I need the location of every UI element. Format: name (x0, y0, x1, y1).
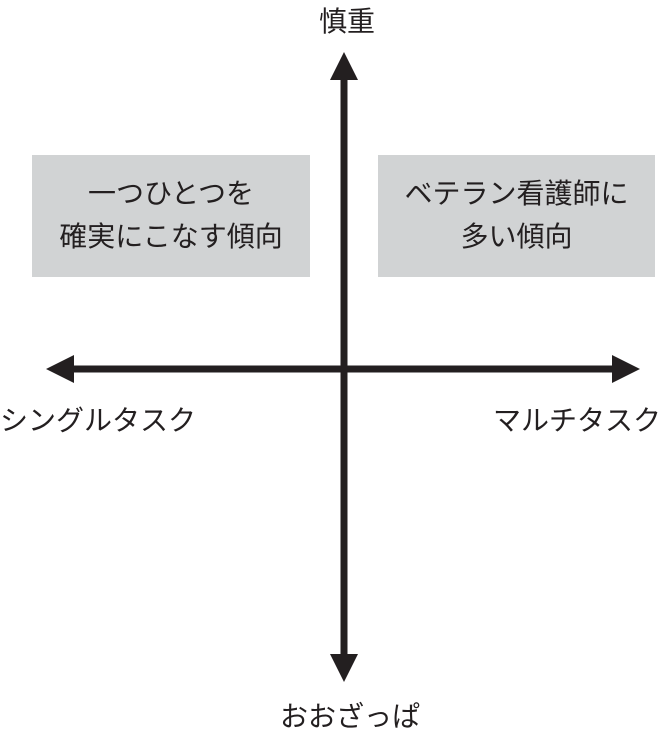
quadrant-box-text-line: 確実にこなす傾向 (59, 221, 283, 252)
arrowhead-down-icon (330, 654, 358, 682)
axis-label-right: マルチタスク (492, 405, 661, 436)
arrowhead-up-icon (330, 52, 358, 80)
axis-label-bottom: おおざっぱ (279, 701, 421, 732)
quadrant-box-top-left: 一つひとつを 確実にこなす傾向 (32, 155, 310, 277)
quadrant-box-text-line: ベテラン看護師に (404, 178, 629, 210)
arrowhead-right-icon (612, 355, 640, 383)
quadrant-box-top-right: ベテラン看護師に 多い傾向 (378, 155, 655, 277)
quadrant-box-text-line: 多い傾向 (460, 221, 573, 252)
arrowhead-left-icon (46, 355, 74, 383)
axis-label-left: シングルタスク (0, 405, 197, 436)
quadrant-box-text-line: 一つひとつを (87, 178, 255, 210)
axis-label-top: 慎重 (318, 6, 376, 37)
